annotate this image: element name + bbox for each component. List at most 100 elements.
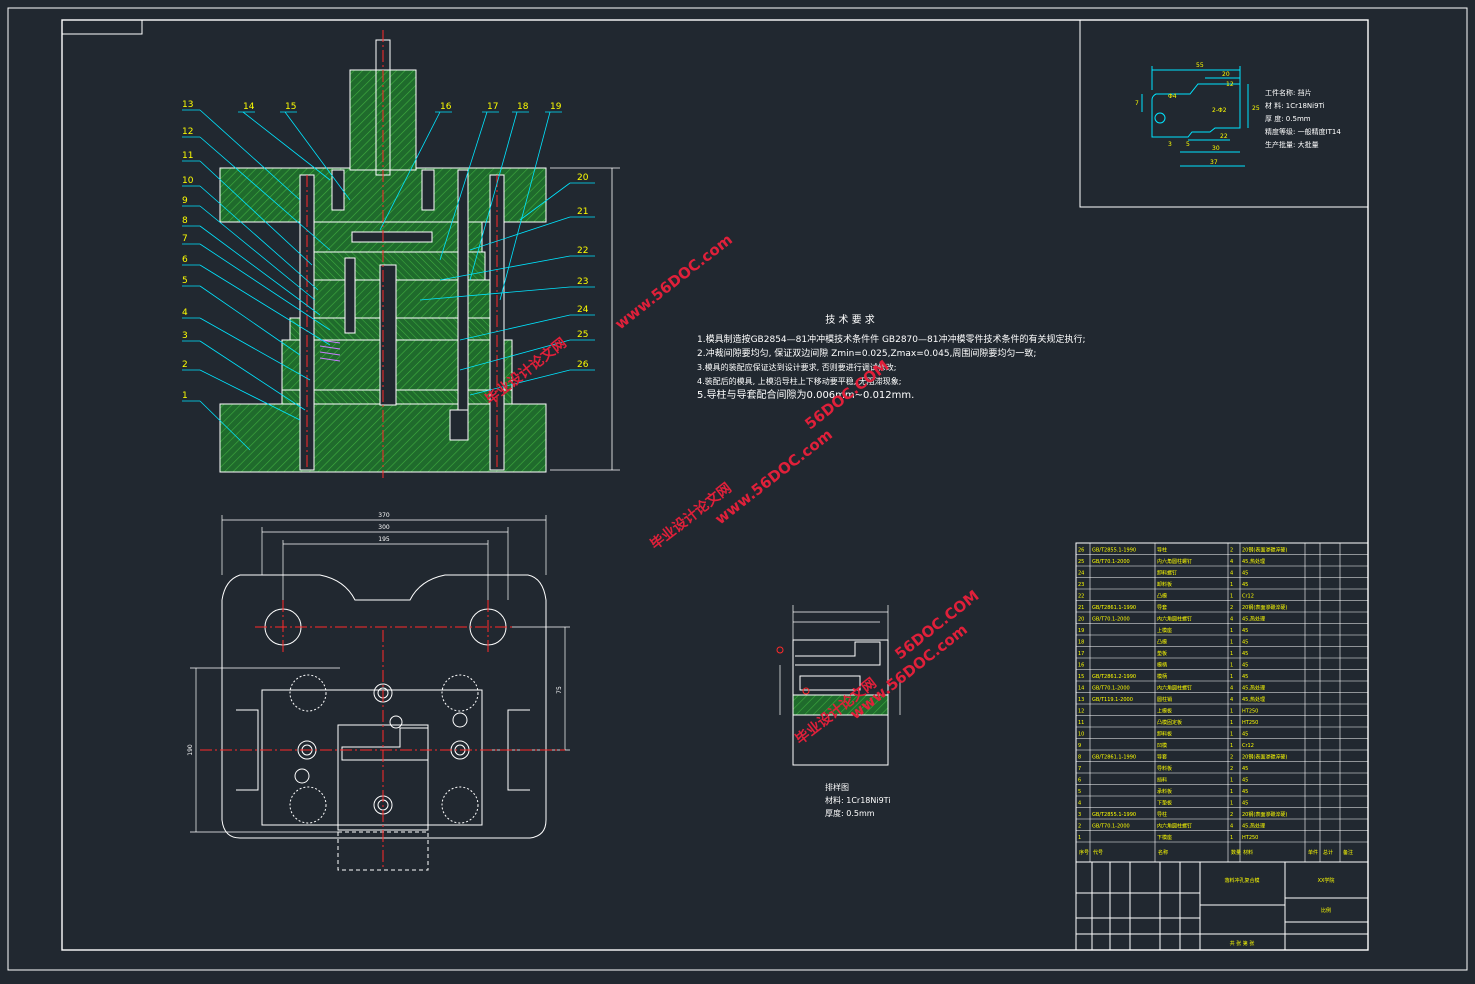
bom-cell-6-2: 挡料: [1157, 777, 1167, 784]
part-number-4: 4: [182, 308, 188, 318]
bom-cell-8-4: 20钢(表面渗碳淬硬): [1242, 754, 1287, 761]
bom-cell-9-4: Cr12: [1242, 743, 1254, 749]
part-number-20: 20: [577, 173, 589, 183]
part-number-14: 14: [243, 102, 255, 112]
screw-3: [457, 169, 469, 416]
bom-cell-19-2: 上模座: [1157, 627, 1172, 634]
bom-cell-25-4: 45,热处理: [1242, 558, 1265, 565]
part-number-10: 10: [182, 176, 194, 186]
part-number-19: 19: [550, 102, 562, 112]
bom-cell-25-3: 4: [1230, 559, 1233, 565]
bom-cell-13-3: 4: [1230, 697, 1233, 703]
part-dim-2-Φ2: 2-Φ2: [1212, 107, 1227, 114]
bom-header-6: 总计: [1323, 849, 1333, 856]
bom-header-3: 数量: [1231, 849, 1241, 856]
bom-cell-18-2: 凸模: [1157, 639, 1167, 646]
bom-cell-8-2: 导套: [1157, 754, 1167, 761]
bom-cell-9-2: 凹模: [1157, 742, 1167, 749]
bom-cell-1-3: 1: [1230, 835, 1233, 841]
bom-cell-12-4: HT250: [1242, 709, 1258, 715]
technical-requirements: 技 术 要 求 1.模具制造按GB2854—81冲冲模技术条件件 GB2870—…: [697, 313, 1086, 401]
part-info-2: 厚 度: 0.5mm: [1265, 114, 1311, 123]
bom-cell-11-4: HT250: [1242, 720, 1258, 726]
bom-cell-16-4: 45: [1242, 663, 1248, 669]
part-info-4: 生产批量: 大批量: [1265, 140, 1319, 149]
bom-cell-12-0: 12: [1078, 709, 1084, 715]
plan-view: [190, 515, 570, 871]
part-number-22: 22: [577, 246, 588, 256]
bom-header-5: 单件: [1308, 849, 1318, 856]
part-info-0: 工件名称: 挡片: [1265, 88, 1312, 97]
part-number-24: 24: [577, 305, 589, 315]
bom-cell-19-4: 45: [1242, 628, 1248, 634]
part-number-12: 12: [182, 127, 193, 137]
bom-cell-7-0: 7: [1078, 766, 1081, 772]
bom-cell-26-3: 2: [1230, 548, 1233, 554]
part-number-17: 17: [487, 102, 498, 112]
bom-header-2: 名称: [1158, 849, 1168, 856]
part-dim-55: 55: [1196, 62, 1204, 69]
bom-cell-12-2: 上模板: [1157, 708, 1172, 715]
part-leaders: [182, 109, 595, 451]
assembly-section-view: [219, 30, 620, 478]
bom-cell-3-1: GB/T2855.1-1990: [1092, 812, 1136, 818]
drawing-title: 落料冲孔复合模: [1224, 877, 1259, 884]
bom-cell-10-3: 1: [1230, 732, 1233, 738]
part-number-15: 15: [285, 102, 296, 112]
part-drawing-box: [1079, 19, 1369, 208]
bom-cell-22-0: 22: [1078, 594, 1084, 600]
bom-cell-20-0: 20: [1078, 617, 1084, 623]
bom-cell-3-4: 20钢(表面渗碳淬硬): [1242, 811, 1287, 818]
punch-main: [379, 264, 397, 406]
plan-dimensions: [190, 515, 570, 833]
bom-cell-20-3: 4: [1230, 617, 1233, 623]
bom-cell-1-2: 下模座: [1157, 834, 1172, 841]
part-number-26: 26: [577, 360, 589, 370]
tech-req-5: 5.导柱与导套配合间隙为0.006mm~0.012mm.: [697, 388, 914, 401]
bom-cell-16-0: 16: [1078, 663, 1084, 669]
part-number-25: 25: [577, 330, 588, 340]
bom-cell-8-1: GB/T2861.1-1990: [1092, 755, 1136, 761]
bom-cell-14-1: GB/T70.1-2000: [1092, 686, 1130, 692]
watermarks: www.56DOC.com 毕业设计论文网 www.56DOC.com 毕业设计…: [482, 230, 982, 748]
bom-cell-24-2: 卸料螺钉: [1157, 570, 1177, 577]
bom-header-1: 代号: [1093, 849, 1103, 856]
bom-cell-8-3: 2: [1230, 755, 1233, 761]
part-number-9: 9: [182, 196, 188, 206]
part-number-11: 11: [182, 151, 193, 161]
tech-req-4: 4.装配后的模具, 上模沿导柱上下移动要平稳, 无阻滞现象;: [697, 376, 902, 386]
bom-cell-13-0: 13: [1078, 697, 1084, 703]
bom-cell-11-3: 1: [1230, 720, 1233, 726]
bom-cell-18-0: 18: [1078, 640, 1084, 646]
part-number-16: 16: [440, 102, 452, 112]
bom-cell-7-4: 45: [1242, 766, 1248, 772]
part-number-5: 5: [182, 276, 188, 286]
bom-cell-5-0: 5: [1078, 789, 1081, 795]
part-number-6: 6: [182, 255, 188, 265]
part-dim-30: 30: [1212, 145, 1220, 152]
bom-cell-4-2: 下垫板: [1157, 800, 1172, 807]
scale-label: 比例: [1321, 907, 1331, 914]
bom-cell-23-0: 23: [1078, 582, 1084, 588]
dim-75: 75: [556, 686, 563, 694]
assembly-centerlines: [306, 30, 498, 478]
bom-cell-15-0: 15: [1078, 674, 1084, 680]
bom-cell-10-2: 卸料板: [1157, 731, 1172, 738]
bom-cell-24-0: 24: [1078, 571, 1084, 577]
part-dim-22: 22: [1220, 133, 1228, 140]
bom-cell-24-3: 4: [1230, 571, 1233, 577]
dim-190: 190: [187, 744, 194, 756]
sheet-label: 共 张 第 张: [1230, 940, 1255, 947]
bom-cell-6-3: 1: [1230, 778, 1233, 784]
bom-cell-4-3: 1: [1230, 801, 1233, 807]
part-dim-5: 5: [1186, 141, 1190, 148]
part-number-8: 8: [182, 216, 188, 226]
part-number-3: 3: [182, 331, 188, 341]
bom-cell-11-0: 11: [1078, 720, 1084, 726]
bom-cell-26-2: 导柱: [1157, 547, 1167, 554]
part-info-3: 精度等级: 一般精度IT14: [1265, 127, 1341, 136]
